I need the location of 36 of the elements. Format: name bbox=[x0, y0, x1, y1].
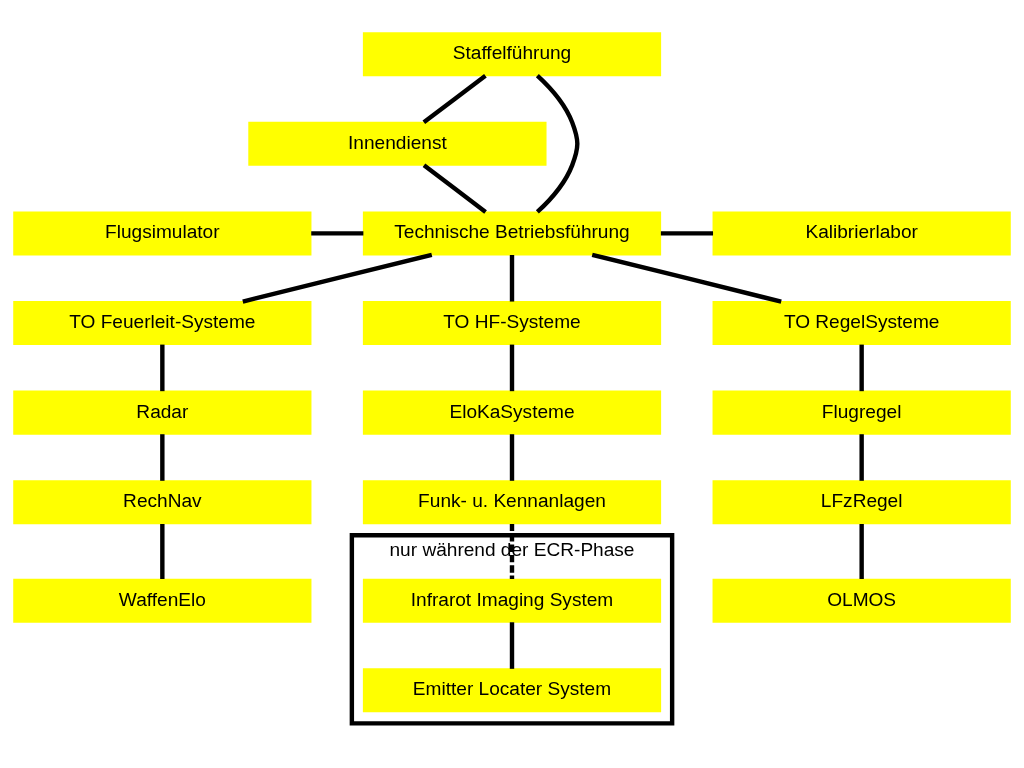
connector bbox=[160, 344, 165, 392]
connector bbox=[509, 524, 515, 579]
node-box: Funk- u. Kennanlagen bbox=[362, 480, 662, 525]
node-box: Emitter Locater System bbox=[362, 668, 662, 713]
connector bbox=[160, 434, 165, 481]
connector bbox=[509, 434, 515, 481]
node-box: RechNav bbox=[13, 480, 312, 525]
connector bbox=[509, 344, 515, 392]
node-box: Staffelführung bbox=[362, 32, 662, 77]
connector bbox=[859, 344, 864, 392]
connector bbox=[859, 524, 864, 579]
node-box: Radar bbox=[13, 390, 312, 435]
connector bbox=[509, 255, 515, 302]
node-box: Innendienst bbox=[248, 121, 547, 166]
node-box: Flugsimulator bbox=[13, 211, 312, 256]
connector bbox=[535, 74, 580, 214]
connector bbox=[859, 434, 864, 481]
node-box: TO HF-Systeme bbox=[362, 301, 662, 346]
node-box: LFzRegel bbox=[712, 480, 1011, 525]
node-box: TO Feuerleit-Systeme bbox=[13, 301, 312, 346]
connector bbox=[160, 524, 165, 579]
connector bbox=[311, 231, 364, 236]
connector bbox=[242, 252, 433, 304]
connector bbox=[509, 622, 515, 669]
node-box: OLMOS bbox=[712, 578, 1011, 623]
connector bbox=[591, 252, 782, 304]
node-box: Flugregel bbox=[712, 390, 1011, 435]
node-box: Kalibrierlabor bbox=[712, 211, 1011, 256]
node-box: WaffenElo bbox=[13, 578, 312, 623]
connector bbox=[422, 74, 487, 125]
node-box: Infrarot Imaging System bbox=[362, 578, 662, 623]
node-box: EloKaSysteme bbox=[362, 390, 662, 435]
connector bbox=[422, 163, 487, 214]
connector bbox=[660, 231, 714, 236]
node-box: TO RegelSysteme bbox=[712, 301, 1011, 346]
node-box: Technische Betriebsführung bbox=[362, 211, 662, 256]
